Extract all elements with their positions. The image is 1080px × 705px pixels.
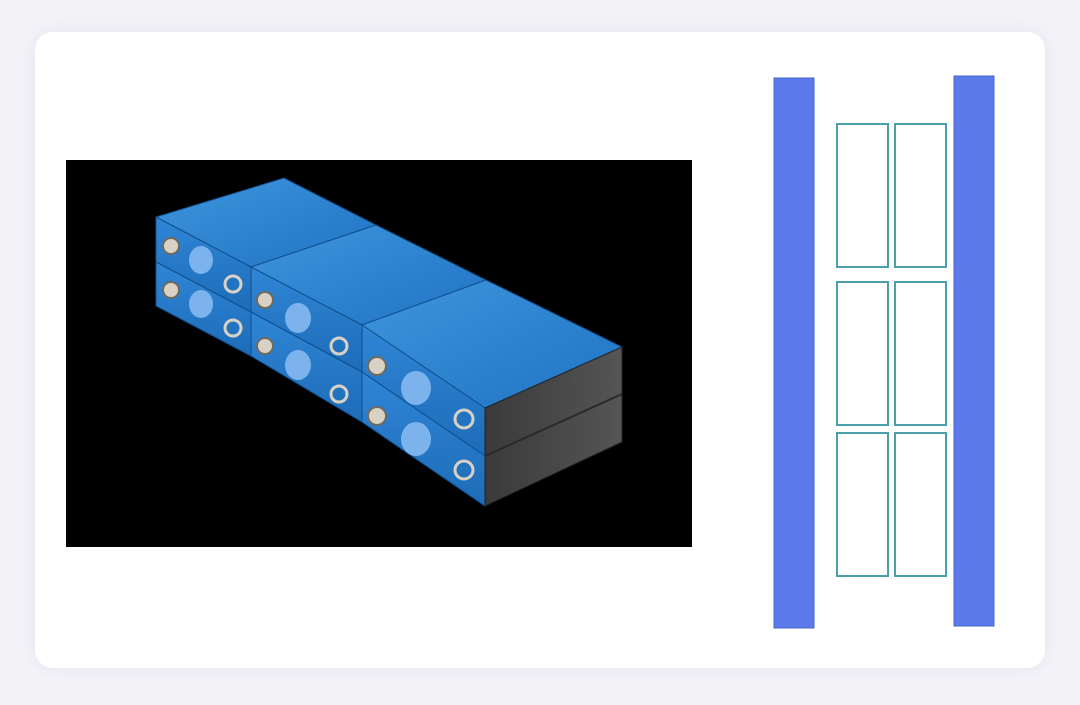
battery-module-render <box>66 160 692 547</box>
end-plate-left <box>773 77 815 629</box>
battery-pack-schematic <box>760 70 1010 640</box>
cell-r2-c1 <box>836 281 889 426</box>
cell-r3-c1 <box>836 432 889 577</box>
battery-module-1 <box>154 177 378 357</box>
cell-r1-c1 <box>836 123 889 268</box>
end-plate <box>484 346 623 507</box>
end-plate-right <box>953 75 995 627</box>
cell-r1-c2 <box>894 123 947 268</box>
battery-module-3 <box>360 279 624 507</box>
cell-r2-c2 <box>894 281 947 426</box>
cell-r3-c2 <box>894 432 947 577</box>
